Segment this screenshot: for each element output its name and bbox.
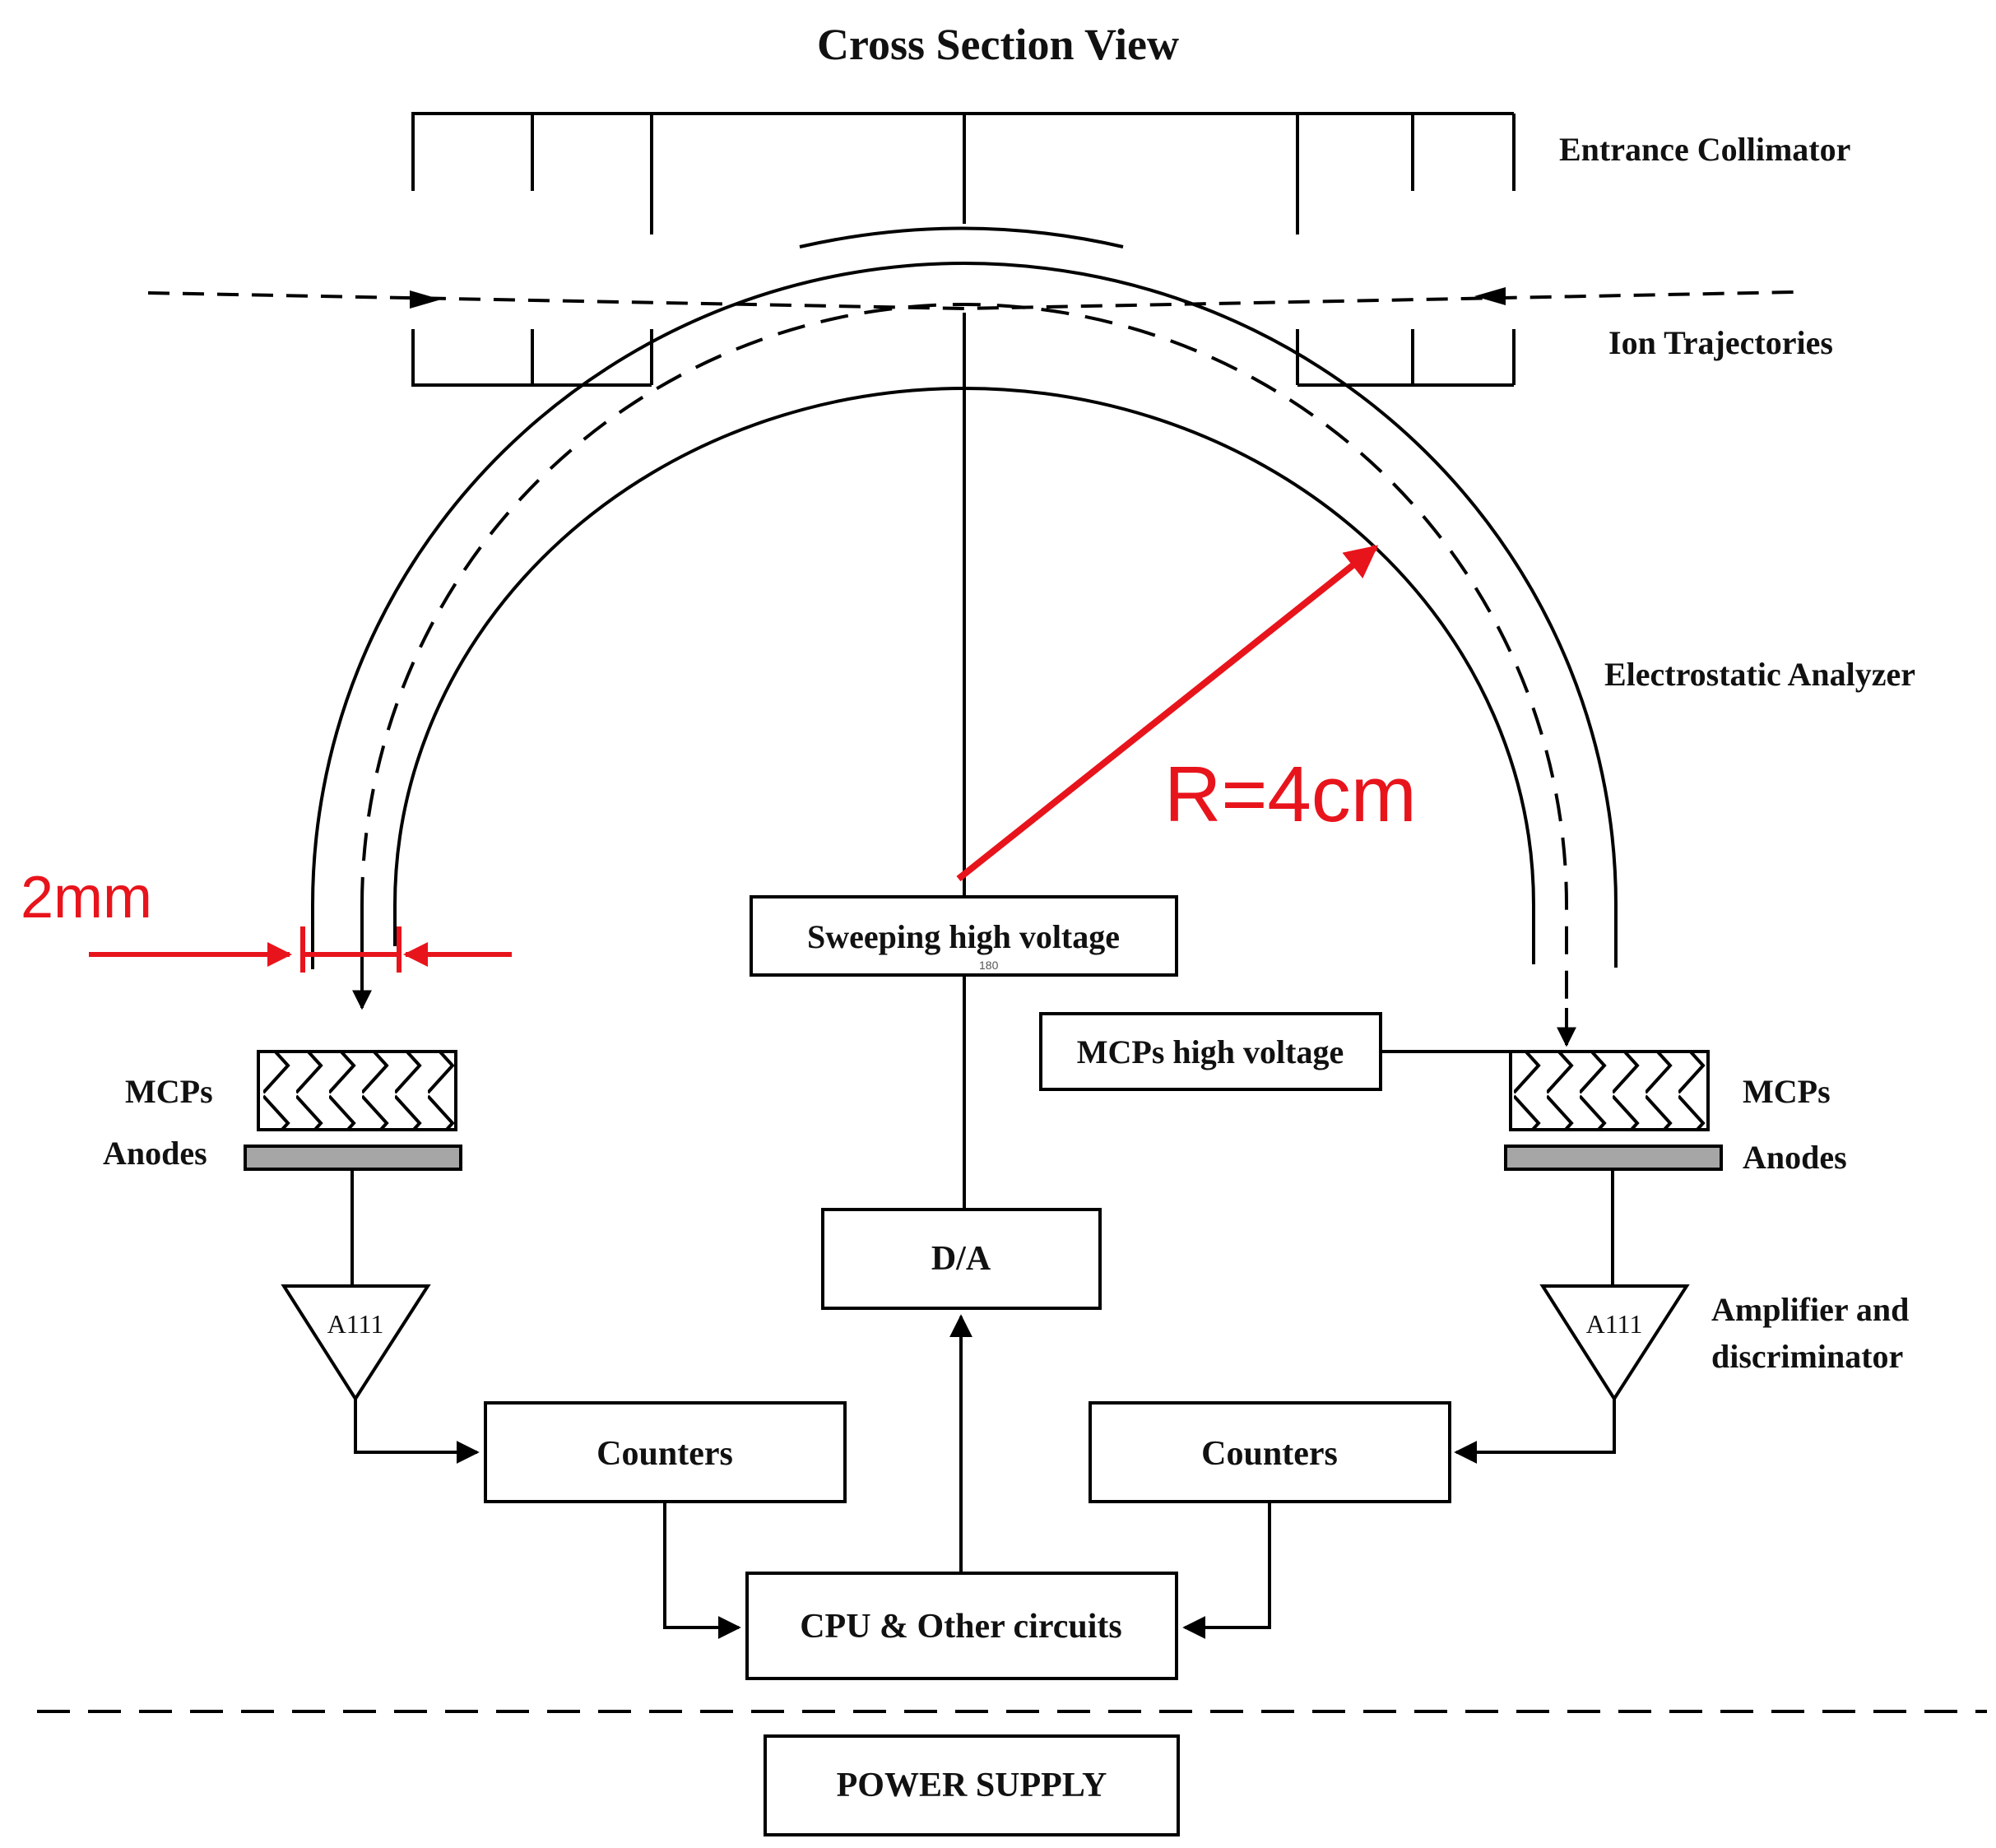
arrow-right-icon [410, 290, 441, 309]
cpu-box: CPU & Other circuits [745, 1572, 1178, 1680]
electrostatic-analyzer-label: Electrostatic Analyzer [1604, 656, 1915, 693]
amplifier-triangle-icon [281, 1284, 431, 1402]
entrance-collimator-lower [411, 329, 1516, 387]
ion-trajectories [147, 287, 1794, 311]
entrance-collimator-label: Entrance Collimator [1559, 131, 1850, 168]
amplifier-label-line2: discriminator [1711, 1338, 1903, 1375]
wire-counters-right-to-cpu [1182, 1502, 1271, 1639]
gap-annotation: 2mm [21, 865, 512, 973]
mcps-left-label: MCPs [125, 1073, 213, 1110]
amplifier-triangle-icon [1539, 1284, 1690, 1402]
wire-counters-left-to-cpu [663, 1502, 741, 1639]
counters-right-box: Counters [1089, 1401, 1451, 1503]
ion-trajectories-label: Ion Trajectories [1608, 324, 1833, 361]
da-label: D/A [931, 1240, 991, 1278]
amplifier-left: A111 [281, 1284, 431, 1402]
mcps-right [1504, 1050, 1723, 1171]
diagram-title: Cross Section View [817, 20, 1179, 69]
arrow-left-icon [1474, 287, 1506, 305]
entrance-collimator-upper [411, 112, 1516, 248]
gap-label: 2mm [21, 865, 152, 931]
mcps-high-voltage-box: MCPs high voltage [1039, 1012, 1511, 1091]
amplifier-left-label: A111 [327, 1309, 384, 1339]
tiny-mark: 180 [979, 959, 999, 972]
power-supply-box: POWER SUPPLY [764, 1734, 1180, 1836]
cpu-label: CPU & Other circuits [800, 1608, 1122, 1646]
amplifier-right: A111 [1539, 1284, 1690, 1402]
anodes-right-label: Anodes [1743, 1139, 1847, 1176]
amplifier-right-label: A111 [1586, 1309, 1643, 1339]
anodes-left-label: Anodes [103, 1135, 207, 1172]
wire-amp-left-to-counters [354, 1399, 480, 1464]
wire-amp-right-to-counters [1454, 1399, 1616, 1464]
sweeping-high-voltage-label: Sweeping high voltage [807, 918, 1120, 955]
mcps-left [244, 1050, 462, 1171]
anode-plate-right [1504, 1145, 1723, 1171]
sweeping-high-voltage-box: Sweeping high voltage 180 [750, 895, 1178, 977]
mcps-right-label: MCPs [1743, 1073, 1831, 1110]
anode-plate-left [244, 1145, 462, 1171]
mcps-high-voltage-label: MCPs high voltage [1077, 1033, 1344, 1070]
counters-left-box: Counters [484, 1401, 847, 1503]
power-supply-label: POWER SUPPLY [837, 1767, 1107, 1804]
da-box: D/A [821, 1208, 1102, 1310]
counters-right-label: Counters [1201, 1435, 1338, 1473]
radius-annotation: R=4cm [956, 544, 1417, 882]
amplifier-label-line1: Amplifier and [1711, 1291, 1909, 1328]
counters-left-label: Counters [596, 1435, 733, 1473]
radius-label: R=4cm [1164, 750, 1417, 838]
